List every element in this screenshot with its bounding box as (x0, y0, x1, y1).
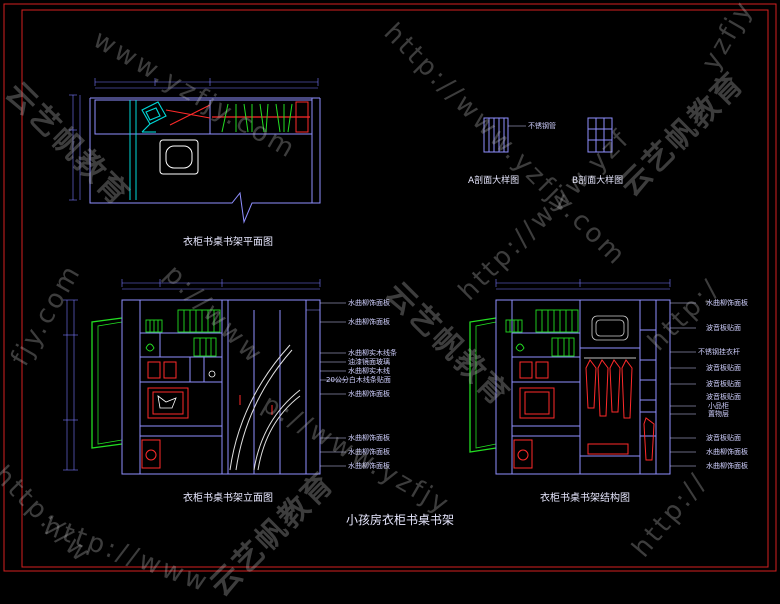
elevation-callout: 水曲柳实木线条 (348, 349, 397, 357)
elevation-callout: 水曲柳饰面板 (348, 434, 390, 442)
structure-callout: 水曲柳饰面板 (706, 448, 748, 456)
structure-callout: 波音板贴面 (706, 434, 741, 442)
cad-drawing-canvas (3, 3, 777, 572)
elevation-callout: 水曲柳饰面板 (348, 299, 390, 307)
structure-callout: 水曲柳饰面板 (706, 462, 748, 470)
structure-view (469, 279, 696, 475)
structure-title: 衣柜书桌书架结构图 (540, 493, 630, 504)
structure-callout: 置物层 (708, 410, 729, 418)
elevation-callout: 水曲柳实木线 (348, 367, 390, 375)
elevation-callout: 水曲柳饰面板 (348, 318, 390, 326)
elevation-callout: 油漆镜面玻璃 (348, 358, 390, 366)
elevation-callout: 水曲柳饰面板 (348, 390, 390, 398)
detail-b-title: B剖面大样图 (572, 176, 624, 186)
elevation-callout: 水曲柳饰面板 (348, 448, 390, 456)
structure-callout: 不锈钢挂衣杆 (698, 348, 740, 356)
elevation-callout: 水曲柳饰面板 (348, 462, 390, 470)
structure-callout: 小品柜 (708, 402, 729, 410)
structure-callout: 波音板贴面 (706, 393, 741, 401)
elevation-title: 衣柜书桌书架立面图 (183, 493, 273, 504)
detail-b-drawing (587, 117, 613, 153)
main-title: 小孩房衣柜书桌书架 (346, 513, 455, 527)
drawing-frame (3, 3, 777, 572)
plan-title: 衣柜书桌书架平面图 (183, 237, 273, 248)
elevation-view (63, 279, 346, 475)
structure-callout: 水曲柳饰面板 (706, 299, 748, 307)
detail-a-drawing (483, 117, 526, 153)
structure-callout: 波音板贴面 (706, 364, 741, 372)
structure-callout: 波音板贴面 (706, 324, 741, 332)
detail-a-title: A剖面大样图 (468, 176, 520, 186)
plan-view (69, 78, 321, 224)
structure-callout: 波音板贴面 (706, 380, 741, 388)
detail-note-label: 不锈钢管 (528, 122, 556, 130)
elevation-callout: 20公分白木线条贴面 (326, 376, 391, 384)
